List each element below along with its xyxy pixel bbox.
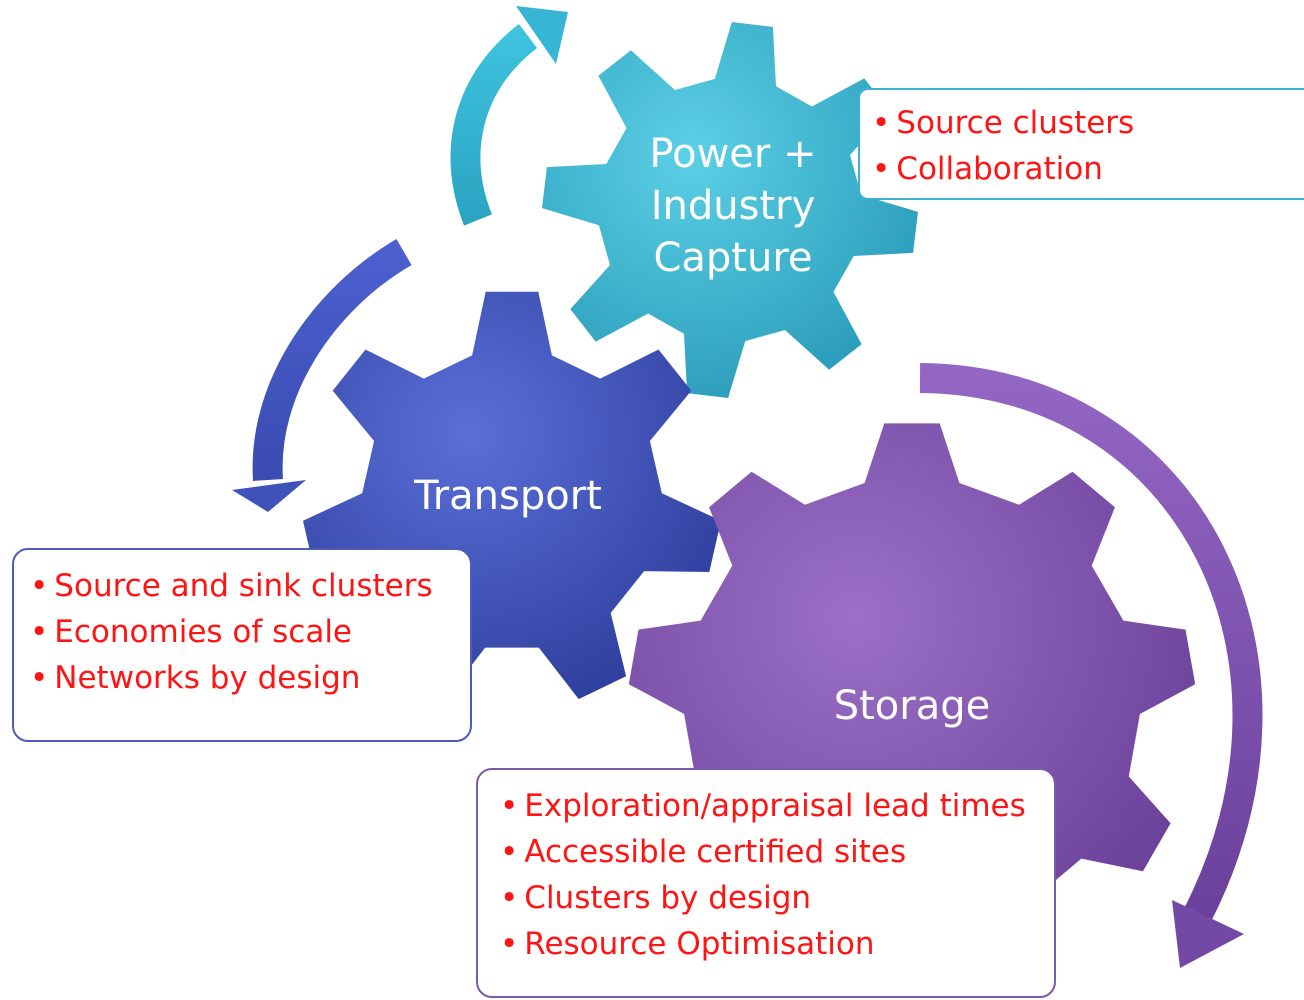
power-note-item: Source clusters <box>872 100 1304 146</box>
storage-gear-label: Storage <box>833 683 991 729</box>
storage-notes-box: Exploration/appraisal lead times Accessi… <box>476 768 1056 998</box>
power-note-item: Collaboration <box>872 146 1304 192</box>
storage-note-item: Clusters by design <box>500 875 1054 921</box>
power-notes-box: Source clusters Collaboration <box>858 88 1304 200</box>
storage-note-item: Resource Optimisation <box>500 921 1054 967</box>
power-gear-label: Power + Industry Capture <box>628 128 838 284</box>
cycle-arrow-blue <box>232 239 412 512</box>
transport-note-item: Networks by design <box>30 655 470 701</box>
storage-note-item: Exploration/appraisal lead times <box>500 783 1054 829</box>
transport-gear-label: Transport <box>414 473 602 519</box>
cycle-arrow-cyan <box>450 6 568 226</box>
transport-note-item: Economies of scale <box>30 609 470 655</box>
transport-note-item: Source and sink clusters <box>30 563 470 609</box>
gear-power-body <box>542 22 918 398</box>
power-label-line-2: Industry <box>650 183 816 229</box>
transport-notes-box: Source and sink clusters Economies of sc… <box>12 548 472 742</box>
power-label-line-3: Capture <box>653 235 813 281</box>
power-label-line-1: Power + <box>649 131 817 177</box>
gear-power-capture <box>542 22 918 398</box>
cycle-arrow-purple <box>919 363 1263 968</box>
storage-note-item: Accessible certified sites <box>500 829 1054 875</box>
